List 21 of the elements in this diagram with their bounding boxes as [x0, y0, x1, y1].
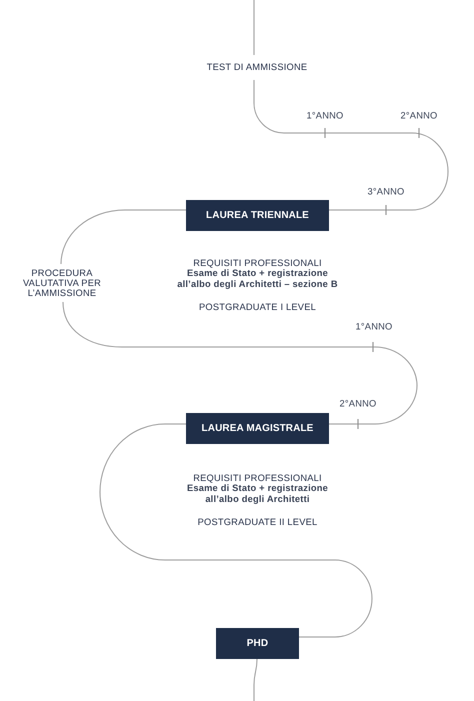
stage-label: PROCEDURA VALUTATIVA PER L’AMMISSIONE [18, 264, 106, 302]
degree-box: LAUREA TRIENNALE [186, 200, 329, 231]
degree-box: PHD [216, 628, 299, 659]
requirements-heading: REQUISITI PROFESSIONALI [193, 258, 322, 268]
connector-line [254, 80, 448, 210]
year-label: 1°ANNO [356, 322, 392, 332]
year-label: 2°ANNO [340, 398, 376, 410]
connector-line [254, 658, 258, 701]
connector-line [100, 424, 372, 638]
degree-box: LAUREA MAGISTRALE [186, 413, 329, 444]
year-label: 1°ANNO [306, 110, 344, 121]
requirements-text: Esame di Stato + registrazione all’albo degli Architetti [186, 483, 330, 504]
connector-line [62, 302, 418, 424]
level-label: POSTGRADUATE I LEVEL [199, 302, 316, 312]
connector-line [60, 210, 186, 264]
requirements-text: Esame di Stato + registrazione all’albo degli Architetti – sezione B [176, 268, 339, 289]
year-label: 2°ANNO [400, 110, 438, 121]
requirements-heading: REQUISITI PROFESSIONALI [193, 472, 322, 483]
level-label: POSTGRADUATE II LEVEL [198, 517, 318, 528]
stage-label: TEST DI AMMISSIONE [204, 55, 310, 80]
year-label: 3°ANNO [368, 186, 404, 198]
